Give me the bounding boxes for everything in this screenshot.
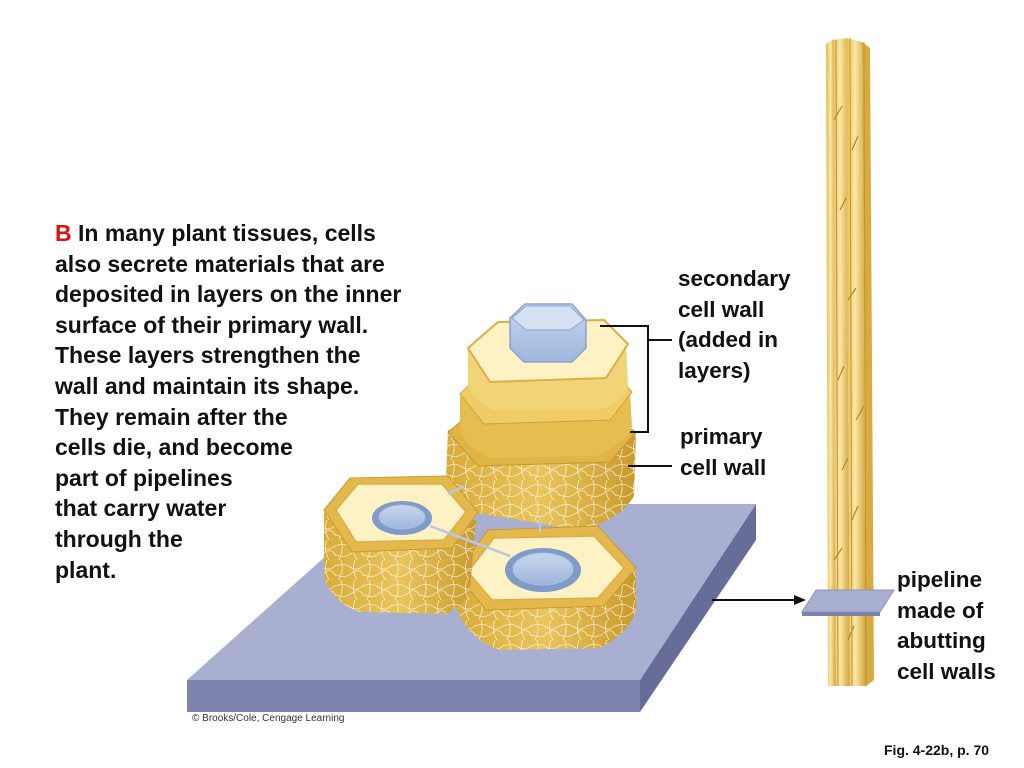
- label-line: cell wall: [680, 454, 767, 480]
- caption-line: through the: [55, 525, 183, 552]
- primary-wall-label: primary cell wall: [680, 422, 766, 483]
- copyright-credit: © Brooks/Cole, Cengage Learning: [192, 713, 345, 724]
- arrow-head: [794, 595, 806, 605]
- label-line: layers): [678, 357, 751, 383]
- secondary-wall-bracket: [600, 325, 649, 433]
- caption-first-line: In many plant tissues, cells: [78, 220, 376, 246]
- figure-reference: Fig. 4-22b, p. 70: [884, 742, 990, 758]
- caption-line: cells die, and become: [55, 434, 293, 461]
- caption-line: plant.: [55, 556, 117, 583]
- label-line: primary: [680, 424, 763, 449]
- label-line: pipeline: [897, 567, 983, 592]
- caption-line: They remain after the: [55, 403, 288, 430]
- label-line: secondary: [678, 266, 791, 291]
- cell-front-right: [455, 525, 637, 650]
- figure-caption: B In many plant tissues, cells also secr…: [55, 218, 455, 585]
- caption-line: These layers strengthen the: [55, 342, 361, 369]
- caption-line: surface of their primary wall.: [55, 311, 369, 338]
- label-line: abutting: [897, 628, 986, 653]
- label-line: cell wall: [678, 296, 765, 322]
- pipeline-label: pipeline made of abutting cell walls: [897, 565, 996, 687]
- label-line: cell walls: [897, 658, 996, 684]
- pit-connections: [429, 484, 542, 558]
- pipeline-cross-section-slab: [801, 589, 895, 616]
- caption-line: also secrete materials that are: [55, 250, 385, 277]
- cell-stack: [446, 303, 637, 530]
- caption-line-1: B In many plant tissues, cells: [55, 218, 455, 249]
- pipeline-column: [826, 37, 874, 687]
- caption-line: wall and maintain its shape.: [55, 372, 360, 399]
- caption-line: that carry water: [55, 495, 227, 522]
- caption-line: part of pipelines: [55, 464, 233, 491]
- leader-lines: [600, 325, 806, 605]
- caption-line: deposited in layers on the inner: [55, 281, 402, 308]
- secondary-wall-label: secondary cell wall (added in layers): [678, 264, 791, 386]
- label-line: (added in: [678, 327, 778, 352]
- label-line: made of: [897, 597, 984, 623]
- panel-marker: B: [55, 220, 72, 246]
